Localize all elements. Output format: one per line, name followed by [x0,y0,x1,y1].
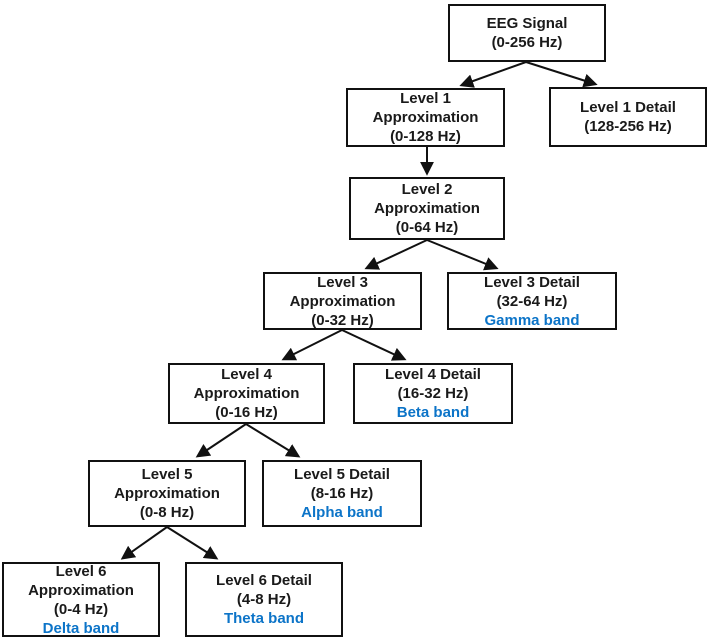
edge-eeg-to-l1d [525,61,598,88]
node-title: Level 4 Detail [385,366,481,383]
freq-range: (0-8 Hz) [139,504,195,521]
freq-range: (16-32 Hz) [397,385,469,402]
node-title: Level 6 [55,562,107,580]
node-title: Level 3 Detail [484,273,580,291]
node-title: Level 1 [400,90,451,107]
node-subtitle: Approximation [193,385,300,402]
edge-l4a-to-l5a [195,423,247,458]
node-level3-approximation: Level 3 Approximation (0-32 Hz) [263,272,422,330]
node-subtitle: Approximation [289,292,396,310]
node-subtitle: Approximation [114,485,220,502]
node-level4-approximation: Level 4 Approximation (0-16 Hz) [168,363,325,424]
node-title: EEG Signal [486,15,568,32]
edge-l2a-to-l3a [364,239,428,270]
node-level6-detail: Level 6 Detail (4-8 Hz) Theta band [185,562,343,637]
node-subtitle: Approximation [372,109,479,126]
freq-range: (0-128 Hz) [390,128,461,145]
edge-l3a-to-l4d [341,329,407,361]
freq-range: (0-32 Hz) [311,311,374,329]
node-level4-detail: Level 4 Detail (16-32 Hz) Beta band [353,363,513,424]
freq-range: (4-8 Hz) [236,591,292,608]
freq-range: (8-16 Hz) [310,485,374,502]
node-title: Level 1 Detail [580,99,676,116]
freq-range: (0-4 Hz) [53,600,109,618]
node-title: Level 6 Detail [216,572,312,589]
node-level3-detail: Level 3 Detail (32-64 Hz) Gamma band [447,272,617,330]
node-title: Level 4 [221,366,272,383]
edge-l3a-to-l4a [281,329,343,361]
node-level6-approximation: Level 6 Approximation (0-4 Hz) Delta ban… [2,562,160,637]
node-title: Level 3 [317,273,368,291]
node-subtitle: Approximation [374,200,480,217]
freq-range: (0-16 Hz) [215,404,278,421]
freq-range: (0-256 Hz) [491,34,563,51]
band-label-theta: Theta band [223,610,304,627]
freq-range: (32-64 Hz) [496,292,568,310]
band-label-gamma: Gamma band [484,311,580,329]
band-label-alpha: Alpha band [301,504,383,521]
band-label-beta: Beta band [396,404,470,421]
node-eeg-signal: EEG Signal (0-256 Hz) [448,4,606,62]
edge-l2a-to-l3d [426,239,499,271]
freq-range: (0-64 Hz) [395,219,459,236]
node-level5-approximation: Level 5 Approximation (0-8 Hz) [88,460,246,527]
freq-range: (128-256 Hz) [584,118,672,135]
band-label-delta: Delta band [42,619,120,637]
edge-l5a-to-l6d [166,526,219,560]
node-level2-approximation: Level 2 Approximation (0-64 Hz) [349,177,505,240]
node-title: Level 5 Detail [294,466,390,483]
edge-eeg-to-l1a [459,61,527,88]
node-level5-detail: Level 5 Detail (8-16 Hz) Alpha band [262,460,422,527]
node-level1-detail: Level 1 Detail (128-256 Hz) [549,87,707,147]
edge-l4a-to-l5d [245,423,301,458]
node-title: Level 5 [141,466,193,483]
edge-l5a-to-l6a [120,526,168,560]
node-title: Level 2 [401,181,453,198]
node-subtitle: Approximation [28,581,134,599]
node-level1-approximation: Level 1 Approximation (0-128 Hz) [346,88,505,147]
